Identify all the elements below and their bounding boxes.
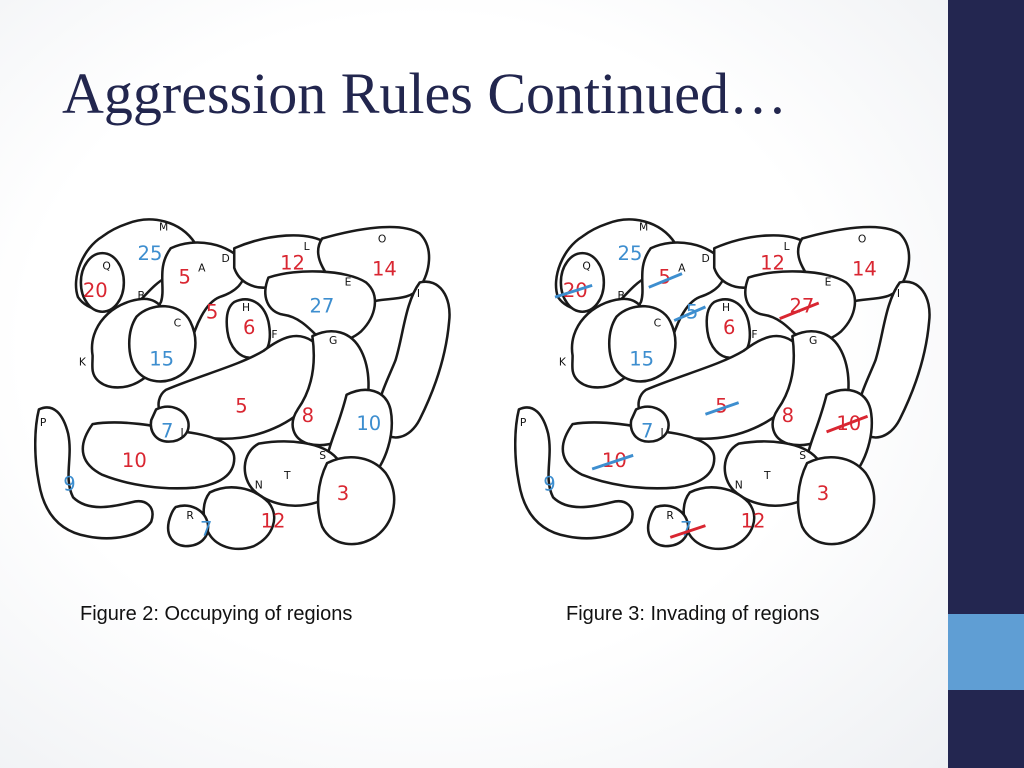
label-j: J [180,426,184,439]
label-o: O [858,232,866,245]
army-r: 7 [200,517,212,540]
label-q: Q [102,260,110,273]
label-m: M [159,221,168,234]
label-b: B [618,289,625,302]
label-o: O [378,232,386,245]
label-f: F [271,328,277,341]
army-v: 8 [782,404,794,427]
label-e: E [345,275,352,288]
army-h: 6 [723,316,735,339]
army-l: 12 [760,252,785,275]
label-r: R [666,509,674,522]
strike-r [669,524,706,539]
army-j: 7 [161,420,173,443]
label-a: A [198,262,206,275]
label-g: G [329,334,337,347]
label-k: K [559,355,567,368]
label-a: A [678,262,686,275]
label-m: M [639,221,648,234]
label-t: T [283,469,291,482]
figure-3-svg: M Q B A D L O E I C H F G K J P S T N R … [514,218,931,551]
label-j: J [660,426,664,439]
army-k: 15 [629,347,654,370]
label-c: C [174,316,182,329]
slide-title: Aggression Rules Continued… [62,61,787,126]
army-p: 9 [543,472,555,495]
army-q: 20 [83,279,108,302]
army-j: 7 [641,420,653,443]
army-n: 12 [741,510,766,533]
label-l: L [784,240,790,253]
army-u: 5 [235,394,247,417]
label-p: P [40,416,47,429]
army-h: 6 [243,316,255,339]
army-n: 12 [261,510,286,533]
label-b: B [138,289,145,302]
army-t: 3 [817,482,829,505]
army-a: 5 [659,265,671,288]
army-v: 8 [302,404,314,427]
label-t: T [763,469,771,482]
label-e: E [825,275,832,288]
label-k: K [79,355,87,368]
army-a: 5 [179,265,191,288]
army-o: 14 [372,258,397,281]
army-c: 5 [206,301,218,324]
label-i: I [417,287,420,300]
figure-2-map: M Q B A D L O E I C H F G K J P S T N R … [34,205,454,565]
army-u: 5 [715,394,727,417]
label-l: L [304,240,310,253]
army-l: 12 [280,252,305,275]
figure-3-caption: Figure 3: Invading of regions [566,603,820,625]
strike-s [826,414,869,434]
label-s: S [319,449,326,462]
label-n: N [735,479,743,492]
label-s: S [799,449,806,462]
army-r: 7 [680,517,692,540]
label-g: G [809,334,817,347]
figure-2-svg: M Q B A D L O E I C H F G K J P S T N R … [34,218,451,551]
figure-2-caption: Figure 2: Occupying of regions [80,603,353,625]
label-q: Q [582,260,590,273]
label-f: F [751,328,757,341]
label-n: N [255,479,263,492]
label-d: D [222,252,230,265]
strike-c [673,305,707,322]
army-s: 10 [356,412,381,435]
army-w: 10 [122,449,147,472]
label-h: H [722,301,730,314]
label-c: C [654,316,662,329]
strike-u [704,401,740,416]
army-m: 25 [138,242,163,265]
label-p: P [520,416,527,429]
army-m: 25 [618,242,643,265]
strike-w [591,453,634,471]
army-k: 15 [149,347,174,370]
army-t: 3 [337,482,349,505]
label-h: H [242,301,250,314]
figure-3-map: M Q B A D L O E I C H F G K J P S T N R … [514,205,934,565]
army-o: 14 [852,258,877,281]
strike-a [648,272,683,289]
label-r: R [186,509,194,522]
label-d: D [702,252,710,265]
strike-e [779,301,820,320]
label-i: I [897,287,900,300]
army-p: 9 [63,472,75,495]
strike-q [554,283,593,299]
army-e: 27 [309,295,334,318]
sidebar-accent-block [948,614,1024,690]
